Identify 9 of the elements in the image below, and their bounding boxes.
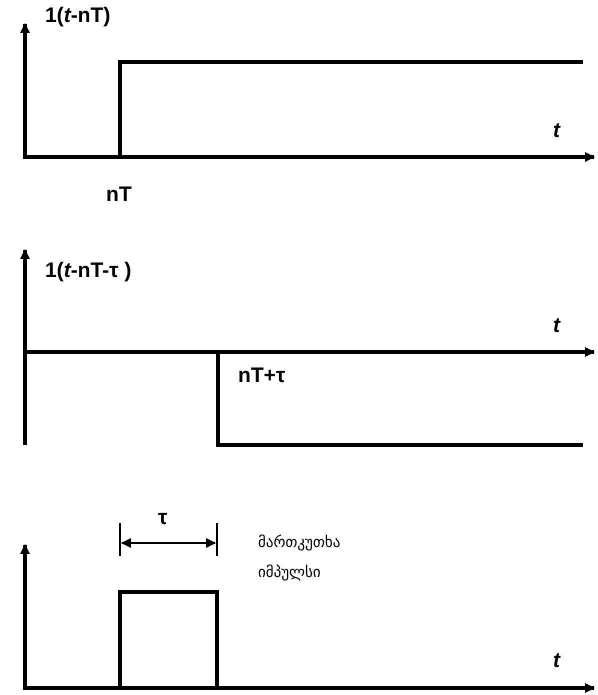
pulse-caption: მართკუთხა იმპულსი: [258, 532, 342, 583]
function-label: 1(t-nT): [45, 5, 110, 26]
axis-label: t: [553, 315, 560, 336]
dimension-label: τ: [158, 507, 168, 528]
time-label: nT: [106, 184, 132, 205]
axis-label: t: [553, 650, 560, 671]
time-label: nT+τ: [238, 365, 286, 386]
function-label: 1(t-nT-τ ): [45, 260, 132, 281]
axis-label: t: [553, 120, 560, 141]
